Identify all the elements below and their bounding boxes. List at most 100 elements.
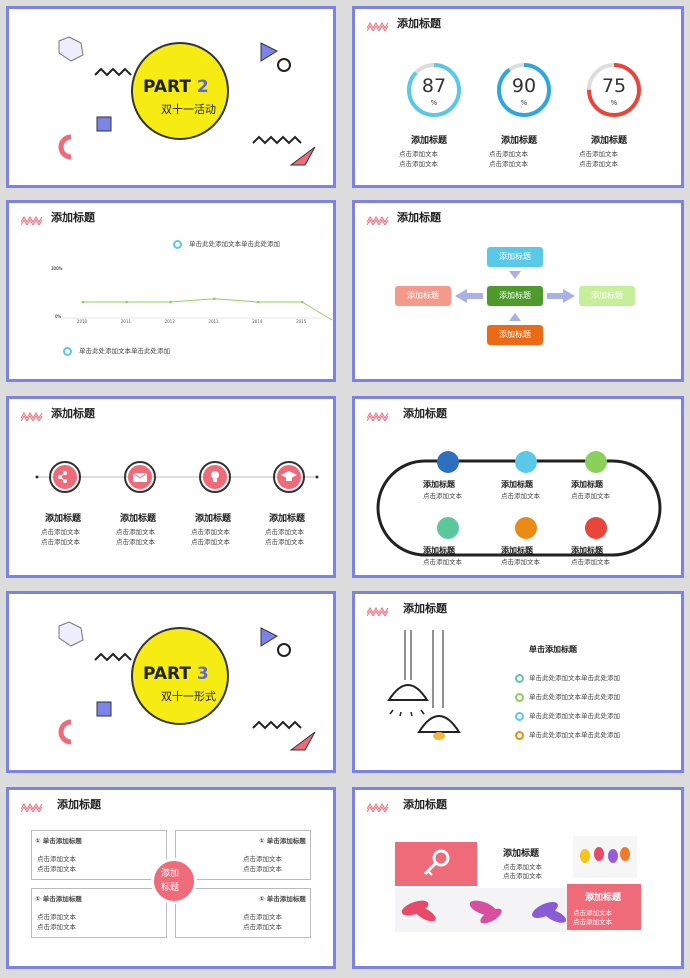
key-box [395, 842, 477, 886]
timeline-text: 点击添加文本 [191, 538, 230, 546]
search-icon [585, 451, 607, 473]
img-text-2: 点击添加文本 [503, 872, 542, 880]
tulip-photo [573, 836, 637, 878]
ring-text: 点击添加文本 [579, 160, 618, 168]
timeline-circle [199, 461, 231, 493]
lock-icon [585, 517, 607, 539]
pink-box [567, 884, 641, 930]
cycle-label: 添加标题 [501, 480, 533, 489]
progress-ring [407, 63, 461, 117]
cycle-label: 添加标题 [423, 546, 455, 555]
timeline-line [35, 475, 319, 479]
slide-part-3[interactable]: PART 3 双十一形式 [6, 591, 336, 773]
decor-shapes [58, 621, 316, 751]
timeline-text: 点击添加文本 [265, 528, 304, 536]
slide-part-2[interactable]: PART 2 双十一活动 [6, 6, 336, 188]
panel-text: 点击添加文本 [243, 923, 282, 931]
list-item: 单击此处添加文本单击此处添加 [529, 674, 620, 682]
cycle-label: 添加标题 [571, 546, 603, 555]
slide-timeline[interactable]: 添加标题 添加标题点击添加文本点击添加文本添加标题点击添加文本点击添加文本添加标… [6, 396, 336, 578]
ring-text: 点击添加文本 [489, 150, 528, 158]
part-subtitle: 双十一形式 [161, 690, 216, 703]
list-dot [515, 674, 524, 683]
slide-rings[interactable]: 添加标题 87%添加标题点击添加文本点击添加文本 90%添加标题点击添加文本点击… [352, 6, 684, 188]
y-top-label: 300% [51, 266, 63, 271]
share-icon [53, 465, 77, 489]
timeline-text: 点击添加文本 [116, 528, 155, 536]
lamp-illustration [387, 630, 461, 740]
panel-text: 点击添加文本 [37, 913, 76, 921]
ring-percent: % [520, 99, 528, 107]
part-heading: PART 2 [143, 77, 209, 97]
document-icon [437, 517, 459, 539]
timeline-circle [49, 461, 81, 493]
center-label-1: 添加 [161, 869, 180, 879]
progress-ring [587, 63, 641, 117]
panel-heading: ① 单击添加标题 [259, 895, 306, 903]
ring-percent: % [430, 99, 438, 107]
timeline-label: 添加标题 [195, 514, 232, 524]
list-dot [515, 712, 524, 721]
slide-flow[interactable]: 添加标题 添加标题 添加标题 添加标题 添加标题 添加标题 [352, 200, 684, 382]
data-point [169, 300, 172, 304]
timeline-text: 点击添加文本 [41, 538, 80, 546]
center-label-2: 标题 [161, 883, 180, 893]
data-point [256, 300, 260, 304]
slide-images[interactable]: 添加标题 添加标题 点击添加文本 点击添加文本 添加标题 点击添加文本 点击添加… [352, 787, 684, 969]
zigzag-icon [367, 803, 389, 812]
slide-title: 添加标题 [403, 407, 447, 420]
flow-arrows [455, 271, 575, 321]
list-dot [515, 693, 524, 702]
y-bottom-label: 0% [55, 314, 62, 319]
slide-title: 添加标题 [397, 211, 441, 224]
slide-title: 添加标题 [57, 798, 101, 811]
ring-text: 点击添加文本 [489, 160, 528, 168]
yellow-circle [131, 42, 229, 140]
cycle-label: 添加标题 [571, 480, 603, 489]
panel-heading: ① 单击添加标题 [35, 895, 82, 903]
data-point [125, 300, 129, 304]
zigzag-icon [21, 803, 43, 812]
mail-icon [128, 465, 152, 489]
list-item: 单击此处添加文本单击此处添加 [529, 693, 620, 701]
box-title: 添加标题 [585, 893, 622, 903]
panel-text: 点击添加文本 [243, 855, 282, 863]
panel-text: 点击添加文本 [37, 865, 76, 873]
slide-cycle[interactable]: 添加标题 添加标题点击添加文本添加标题点击添加文本添加标题点击添加文本添加标题点… [352, 396, 684, 578]
ring-value: 90 [511, 75, 537, 97]
slide-lamps[interactable]: 添加标题 单击添加标题 单击此处添加文本单击此处添加单击此处添加文本单击此处添加… [352, 591, 684, 773]
panel-heading: ① 单击添加标题 [259, 837, 306, 845]
zigzag-icon [21, 412, 43, 421]
zigzag-icon [367, 22, 389, 31]
chart-icon [515, 451, 537, 473]
ring-text: 点击添加文本 [399, 150, 438, 158]
x-tick-label: 2010 [77, 319, 88, 324]
series-line [82, 298, 333, 321]
panel-text: 点击添加文本 [243, 865, 282, 873]
ring-label: 添加标题 [501, 136, 538, 146]
list-dot [515, 731, 524, 740]
note-dot [173, 240, 182, 249]
panel-bottom-right [175, 888, 311, 938]
x-tick-label: 2011 [121, 319, 132, 324]
center-circle [151, 858, 197, 904]
box-text-2: 点击添加文本 [573, 918, 612, 926]
ring-percent: % [610, 99, 618, 107]
flow-box-top: 添加标题 [487, 247, 543, 267]
flow-box-right: 添加标题 [579, 286, 635, 306]
x-tick-label: 2014 [252, 319, 263, 324]
slide-title: 添加标题 [403, 602, 447, 615]
flow-box-center: 添加标题 [487, 286, 543, 306]
slide-title: 添加标题 [51, 211, 95, 224]
img-heading: 添加标题 [503, 849, 540, 859]
list-item: 单击此处添加文本单击此处添加 [529, 712, 620, 720]
cycle-text: 点击添加文本 [423, 492, 462, 500]
flow-box-bottom: 添加标题 [487, 325, 543, 345]
cycle-track [376, 459, 662, 557]
panel-text: 点击添加文本 [37, 923, 76, 931]
timeline-text: 点击添加文本 [116, 538, 155, 546]
timeline-text: 点击添加文本 [41, 528, 80, 536]
bulb-icon [203, 465, 227, 489]
